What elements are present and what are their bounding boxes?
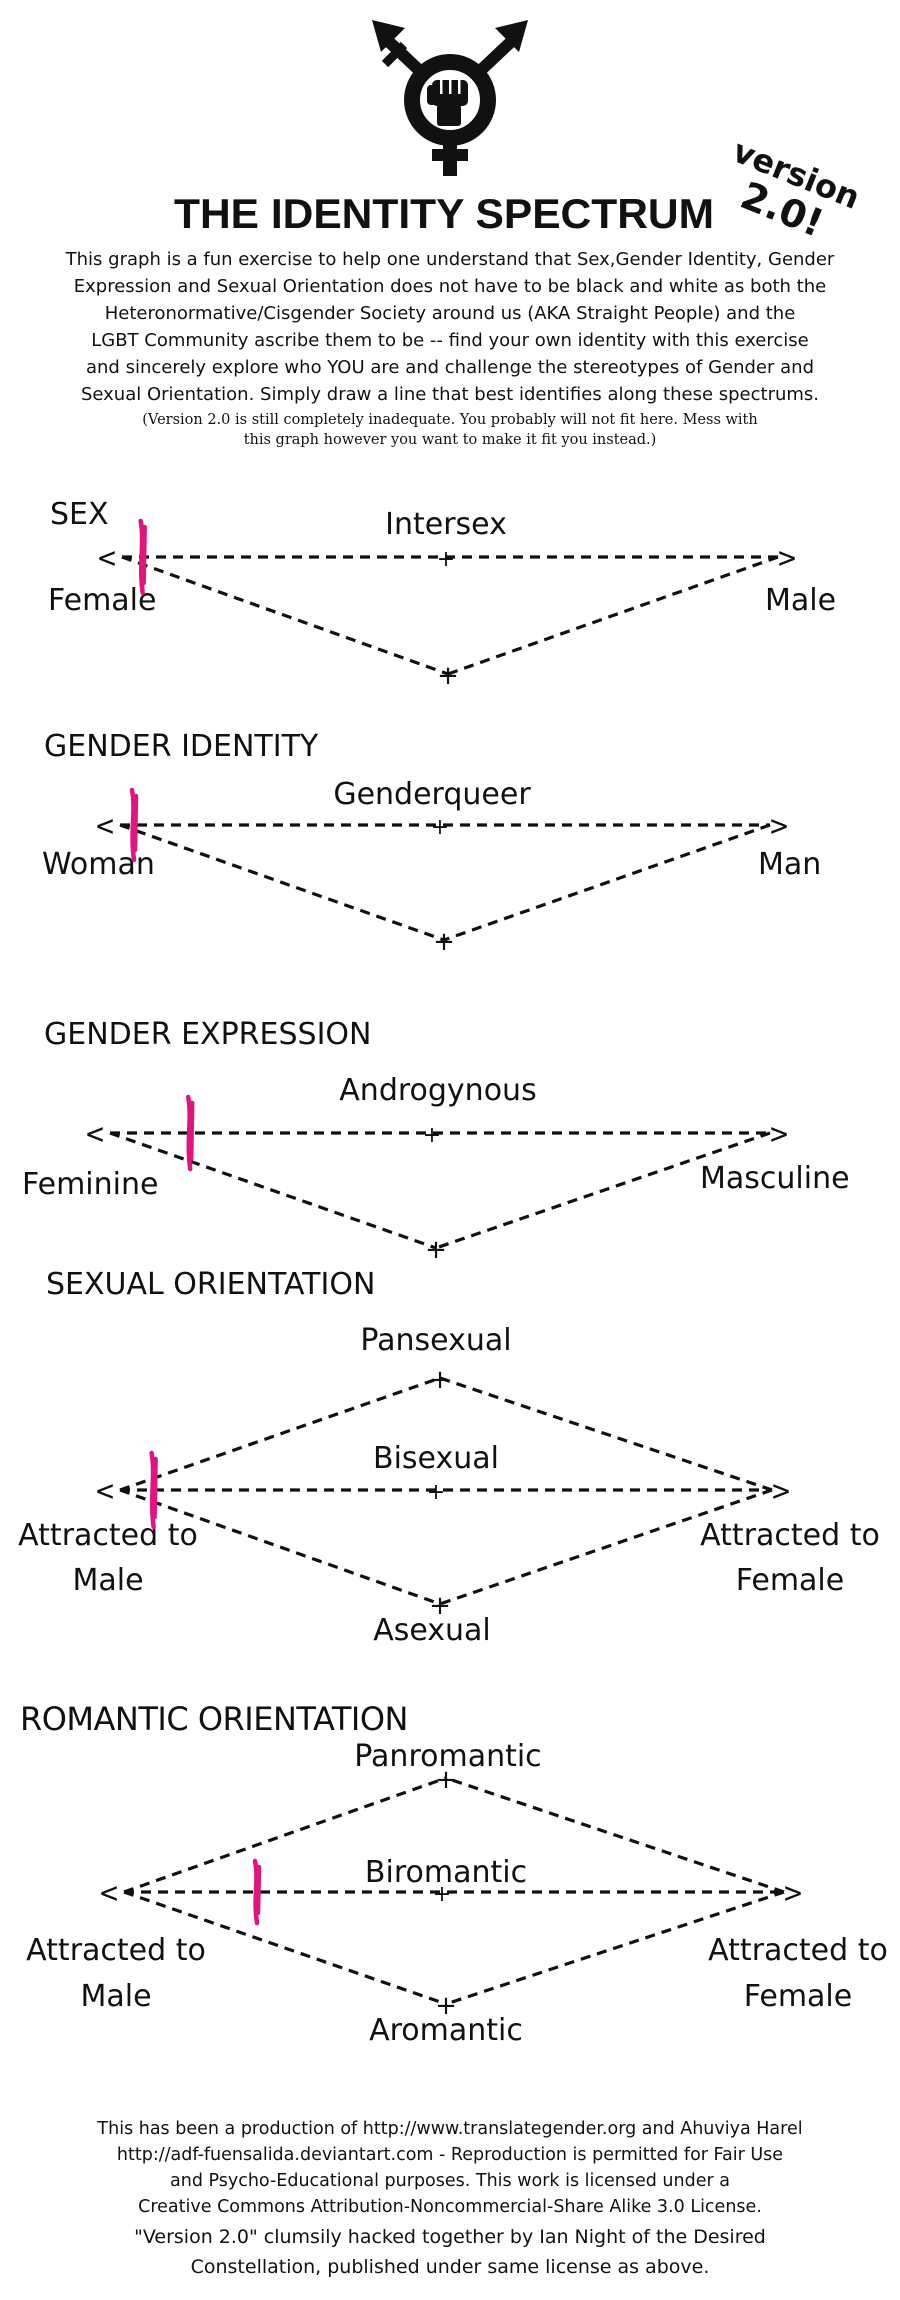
license-footer: This has been a production of http://www… [40, 2116, 860, 2220]
romantic-orientation-right-arrow: > [784, 1876, 802, 1911]
sex-middle-label: Intersex [385, 507, 507, 542]
gender-identity-left-arrow: < [96, 809, 114, 844]
romantic-orientation-left-arrow: < [100, 1876, 118, 1911]
note-line: this graph however you want to make it f… [243, 432, 657, 448]
credit-line: "Version 2.0" clumsily hacked together b… [134, 2226, 766, 2248]
romantic-orientation-heading: ROMANTIC ORIENTATION [20, 1700, 408, 1738]
gender-expression-middle-label: Androgynous [339, 1073, 536, 1108]
sexual-orientation-left-label-2: Male [72, 1563, 143, 1598]
intro-line: LGBT Community ascribe them to be -- fin… [91, 330, 809, 351]
gender-identity-mid-tick: + [431, 815, 449, 840]
gender-identity-right-label: Man [758, 847, 821, 882]
gender-identity-marker [129, 787, 139, 863]
romantic-orientation-marker [252, 1858, 262, 1926]
intro-line: This graph is a fun exercise to help one… [65, 249, 835, 270]
footer-line: Creative Commons Attribution-Noncommerci… [138, 2197, 762, 2217]
transgender-fist-icon [372, 20, 528, 176]
sexual-orientation-middle-label: Bisexual [373, 1441, 499, 1476]
sex-bottom-tick: + [437, 661, 459, 691]
sexual-orientation-spectrum-lines [119, 1376, 773, 1606]
gender-expression-heading: GENDER EXPRESSION [44, 1017, 371, 1052]
sexual-orientation-mid-tick: + [427, 1480, 445, 1505]
gender-identity-bottom-tick: + [433, 927, 455, 957]
romantic-orientation-spectrum-lines [123, 1776, 785, 2006]
sex-left-label: Female [48, 583, 156, 618]
sex-left-arrow: < [98, 541, 116, 576]
romantic-orientation-right-label-1: Attracted to [708, 1933, 888, 1968]
romantic-orientation-top-label: Panromantic [354, 1739, 541, 1774]
sex-spectrum: SEX Intersex Female Male < > + + [48, 497, 836, 691]
intro-paragraph: This graph is a fun exercise to help one… [40, 246, 860, 408]
intro-line: Expression and Sexual Orientation does n… [73, 276, 827, 297]
romantic-orientation-left-label-1: Attracted to [26, 1933, 206, 1968]
sexual-orientation-top-tick: + [429, 1365, 451, 1395]
sex-spectrum-lines [121, 555, 779, 676]
version-badge: version 2.0! [728, 132, 866, 246]
romantic-orientation-bottom-label: Aromantic [369, 2013, 523, 2048]
sexual-orientation-marker [149, 1450, 158, 1530]
gender-expression-right-arrow: > [770, 1117, 788, 1152]
sex-mid-tick: + [437, 547, 455, 572]
gender-identity-spectrum: GENDER IDENTITY Genderqueer Woman Man < … [42, 729, 821, 957]
sexual-orientation-left-label-1: Attracted to [18, 1518, 198, 1553]
sex-heading: SEX [50, 497, 109, 532]
sexual-orientation-bottom-label: Asexual [373, 1613, 491, 1648]
sex-marker [138, 518, 147, 596]
romantic-orientation-top-tick: + [435, 1765, 457, 1795]
sex-right-label: Male [765, 583, 836, 618]
raised-fist-icon [427, 80, 468, 126]
intro-line: Heteronormative/Cisgender Society around… [104, 303, 796, 324]
romantic-orientation-spectrum: ROMANTIC ORIENTATION Panromantic Biroman… [20, 1700, 888, 2048]
sexual-orientation-left-arrow: < [96, 1474, 114, 1509]
credit-footer: "Version 2.0" clumsily hacked together b… [40, 2222, 860, 2282]
gender-expression-right-label: Masculine [700, 1161, 850, 1196]
sexual-orientation-heading: SEXUAL ORIENTATION [46, 1267, 375, 1302]
romantic-orientation-middle-label: Biromantic [365, 1855, 527, 1890]
footer-line: http://adf-fuensalida.deviantart.com - R… [116, 2145, 784, 2165]
gender-identity-left-label: Woman [42, 847, 155, 882]
footer-line: and Psycho-Educational purposes. This wo… [170, 2171, 730, 2191]
credit-line: Constellation, published under same lice… [190, 2256, 710, 2278]
gender-expression-spectrum: GENDER EXPRESSION Androgynous Feminine M… [22, 1017, 850, 1265]
gender-expression-left-label: Feminine [22, 1167, 158, 1202]
gender-expression-spectrum-lines [109, 1131, 771, 1250]
romantic-orientation-right-label-2: Female [744, 1979, 852, 2014]
gender-identity-heading: GENDER IDENTITY [44, 729, 319, 764]
version-note: (Version 2.0 is still completely inadequ… [60, 410, 840, 450]
sexual-orientation-right-label-2: Female [736, 1563, 844, 1598]
note-line: (Version 2.0 is still completely inadequ… [142, 412, 758, 428]
gender-expression-marker [185, 1094, 195, 1172]
romantic-orientation-mid-tick: + [433, 1882, 451, 1907]
identity-markers [129, 518, 262, 1926]
gender-identity-middle-label: Genderqueer [333, 777, 531, 812]
romantic-orientation-bottom-tick: + [435, 1991, 457, 2021]
romantic-orientation-left-label-2: Male [80, 1979, 151, 2014]
sexual-orientation-top-label: Pansexual [360, 1323, 511, 1358]
gender-expression-mid-tick: + [423, 1123, 441, 1148]
sex-right-arrow: > [778, 541, 796, 576]
sexual-orientation-spectrum: SEXUAL ORIENTATION Pansexual Bisexual As… [18, 1267, 880, 1648]
page-title: THE IDENTITY SPECTRUM [174, 190, 714, 237]
gender-expression-left-arrow: < [86, 1117, 104, 1152]
intro-line: Sexual Orientation. Simply draw a line t… [80, 384, 820, 405]
sexual-orientation-bottom-tick: + [429, 1591, 451, 1621]
gender-identity-right-arrow: > [770, 809, 788, 844]
intro-line: and sincerely explore who YOU are and ch… [85, 357, 814, 378]
sexual-orientation-right-arrow: > [772, 1474, 790, 1509]
gender-expression-bottom-tick: + [425, 1235, 447, 1265]
sexual-orientation-right-label-1: Attracted to [700, 1518, 880, 1553]
gender-identity-spectrum-lines [119, 823, 771, 942]
footer-line: This has been a production of http://www… [97, 2119, 803, 2139]
